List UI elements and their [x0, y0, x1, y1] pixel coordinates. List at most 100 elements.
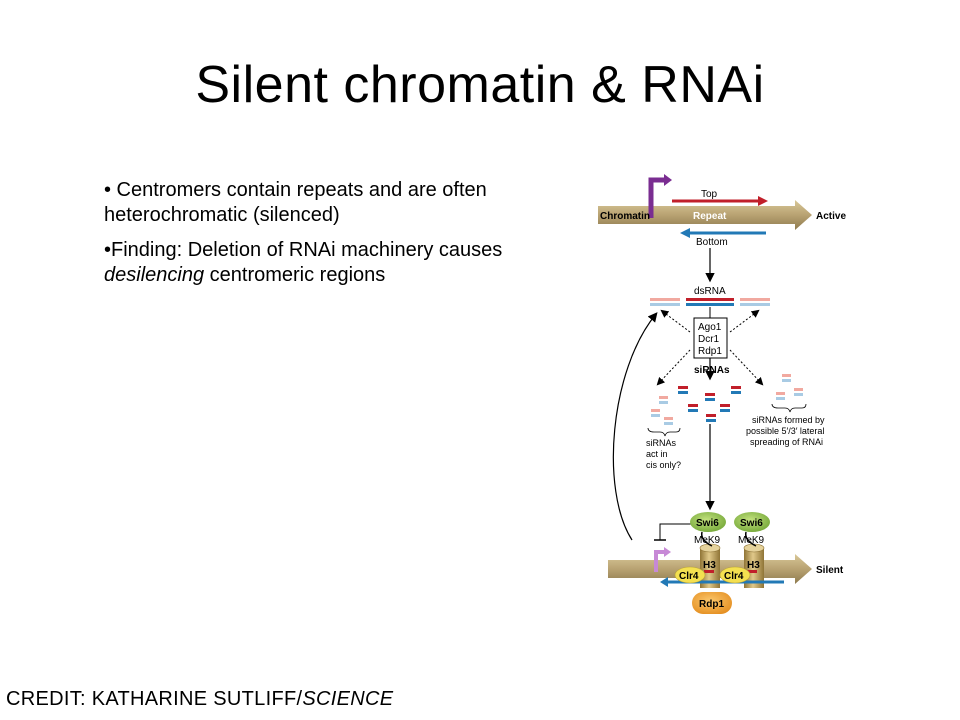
rnai-enzyme-box: Ago1 Dcr1 Rdp1: [693, 317, 728, 359]
sirna-duplex: [706, 414, 716, 417]
dsrna-right-top: [740, 298, 770, 301]
clr4-right-label: Clr4: [724, 571, 744, 582]
dsrna: dsRNA: [650, 286, 770, 306]
sirna-duplex: [731, 391, 741, 394]
swi6-right: [734, 512, 770, 532]
sirna-pale: [782, 374, 791, 377]
mek9-left-label: MeK9: [694, 535, 721, 546]
credit-line: CREDIT: KATHARINE SUTLIFF/SCIENCE: [6, 688, 393, 711]
slide-title: Silent chromatin & RNAi: [195, 56, 765, 114]
sirna-pale: [664, 417, 673, 420]
sirna-duplexes-center: [678, 386, 741, 422]
lateral-line-3: spreading of RNAi: [750, 437, 823, 447]
rdp1-label: Rdp1: [698, 346, 722, 357]
sirna-pale: [664, 422, 673, 425]
silent-label: Silent: [816, 565, 844, 576]
bottom-strand-arrowhead: [680, 228, 690, 238]
bullet-finding-tail: centromeric regions: [204, 264, 386, 286]
sirna-duplex: [731, 386, 741, 389]
clr4-right: [719, 566, 751, 584]
dsrna-label: dsRNA: [694, 286, 726, 297]
bottom-label: Bottom: [696, 237, 728, 248]
sirna-pale: [651, 409, 660, 412]
cis-line-1: siRNAs: [646, 438, 677, 448]
lateral-brace: [771, 403, 807, 413]
dsrna-center-bottom: [686, 303, 734, 306]
sirna-pale: [776, 397, 785, 400]
promoter-arrowhead-silent: [664, 547, 671, 557]
sirna-pale: [794, 393, 803, 396]
sirna-duplex: [678, 391, 688, 394]
sirna-duplex: [688, 409, 698, 412]
cis-line-3: cis only?: [646, 460, 681, 470]
bound-sirna: [747, 570, 757, 573]
sirna-pale: [794, 388, 803, 391]
top-label: Top: [701, 189, 718, 200]
credit-source: SCIENCE: [302, 688, 394, 710]
dsrna-left-top: [650, 298, 680, 301]
bullet-finding-emphasis: desilencing: [104, 264, 205, 286]
h3-right-label: H3: [747, 560, 760, 571]
active-label: Active: [816, 211, 846, 222]
mek9-hook-left: [700, 531, 713, 547]
repeat-label: Repeat: [693, 211, 727, 222]
swi6-proteins: Swi6 Swi6 MeK9 MeK9: [690, 512, 770, 546]
sirna-pale: [776, 392, 785, 395]
bullet-centromeres: • Centromers contain repeats and are oft…: [104, 179, 487, 226]
dsrna-center-top: [686, 298, 734, 301]
mek9-hook-right: [744, 531, 757, 547]
rdp1-protein: Rdp1: [692, 592, 732, 614]
active-chromatin: Top Chromatin Repeat Active Bottom: [598, 174, 846, 248]
sirna-duplex: [678, 386, 688, 389]
lateral-line-1: siRNAs formed by: [752, 415, 825, 425]
dsrna-left-bottom: [650, 303, 680, 306]
promoter-arrow-active: [648, 177, 666, 218]
sirna-pale: [659, 396, 668, 399]
dotted-arrow-down-right: [729, 349, 764, 386]
rdp1-protein-label: Rdp1: [699, 599, 724, 610]
sirna-duplex: [705, 393, 715, 396]
top-strand-arrowhead: [758, 196, 768, 206]
sirna-pale: [651, 414, 660, 417]
swi6-left: [690, 512, 726, 532]
cis-brace: [647, 427, 681, 437]
sirna-duplex: [720, 409, 730, 412]
silent-chromatin: H3 H3 Clr4 Clr4 Silent: [608, 531, 844, 588]
sirna-duplex: [705, 398, 715, 401]
h3-left-top: [699, 543, 721, 553]
h3-right-top: [743, 543, 765, 553]
sirna-duplex: [720, 404, 730, 407]
sirna-pale: [782, 379, 791, 382]
sirnas-label: siRNAs: [694, 365, 730, 376]
sirna-duplex: [706, 419, 716, 422]
sirnas-lateral: siRNAs formed by possible 5′/3′ lateral …: [746, 374, 825, 447]
dotted-arrow-up-right: [729, 309, 760, 333]
chromatin-label: Chromatin: [600, 211, 650, 222]
mek9-right-label: MeK9: [738, 535, 765, 546]
sirnas-cis: siRNAs act in cis only?: [646, 396, 681, 470]
clr4-left-label: Clr4: [679, 571, 699, 582]
bound-blue-arrowhead: [660, 577, 668, 587]
dcr1-label: Dcr1: [698, 334, 720, 345]
h3-left-label: H3: [703, 560, 716, 571]
sirna-duplex: [688, 404, 698, 407]
bullet-list: • Centromers contain repeats and are oft…: [104, 178, 514, 298]
rdp1-blob: [692, 592, 732, 614]
sirna-pale: [659, 401, 668, 404]
dotted-arrows: [656, 309, 764, 386]
cis-line-2: act in: [646, 449, 668, 459]
bound-sirna: [704, 570, 714, 573]
promoter-arrow-silent: [654, 550, 666, 572]
inhibition-line: [659, 523, 692, 540]
dotted-arrow-down-left: [656, 349, 691, 386]
enzyme-box-frame: [693, 317, 728, 359]
clr4-left: [674, 566, 706, 584]
h3-left: [700, 548, 720, 588]
dotted-arrow-up-left: [660, 309, 691, 333]
swi6-left-label: Swi6: [696, 518, 719, 529]
rnai-diagram: Top Chromatin Repeat Active Bottom dsRNA…: [598, 174, 846, 614]
swi6-right-label: Swi6: [740, 518, 763, 529]
promoter-arrowhead-active: [664, 174, 672, 186]
dsrna-right-bottom: [740, 303, 770, 306]
credit-prefix: CREDIT: KATHARINE SUTLIFF/: [6, 688, 303, 710]
